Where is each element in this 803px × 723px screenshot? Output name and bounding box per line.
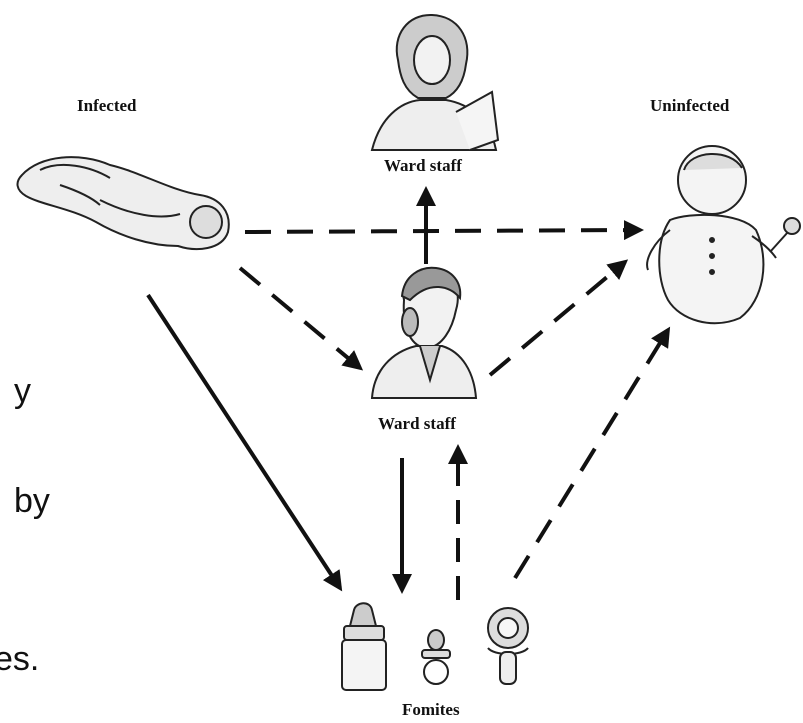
ward-staff-center-label: Ward staff — [378, 414, 456, 433]
ward-staff-top-figure — [370, 13, 500, 151]
arrow-fomites-to-uninfected — [513, 326, 671, 580]
uninfected-label: Uninfected — [650, 96, 730, 115]
ward-staff-center-figure — [370, 266, 478, 399]
uninfected-baby-figure — [646, 145, 801, 325]
infected-infant-figure — [16, 156, 230, 251]
arrow-ward-staff-to-uninfected — [488, 259, 629, 377]
infected-label: Infected — [77, 96, 137, 115]
arrow-infected-to-fomites — [146, 293, 343, 592]
fomites-label: Fomites — [402, 700, 460, 719]
pacifier-icon — [421, 629, 451, 685]
baby-bottle-icon — [341, 602, 387, 691]
arrow-infected-to-ward-staff — [238, 266, 364, 371]
clipped-text-line-3: es. — [0, 640, 40, 678]
ward-staff-top-label: Ward staff — [384, 156, 462, 175]
clipped-text-line-1: y — [14, 372, 31, 410]
clipped-text-line-2: by — [14, 482, 50, 520]
arrow-infected-to-uninfected — [244, 220, 644, 241]
rattle-icon — [487, 607, 529, 685]
